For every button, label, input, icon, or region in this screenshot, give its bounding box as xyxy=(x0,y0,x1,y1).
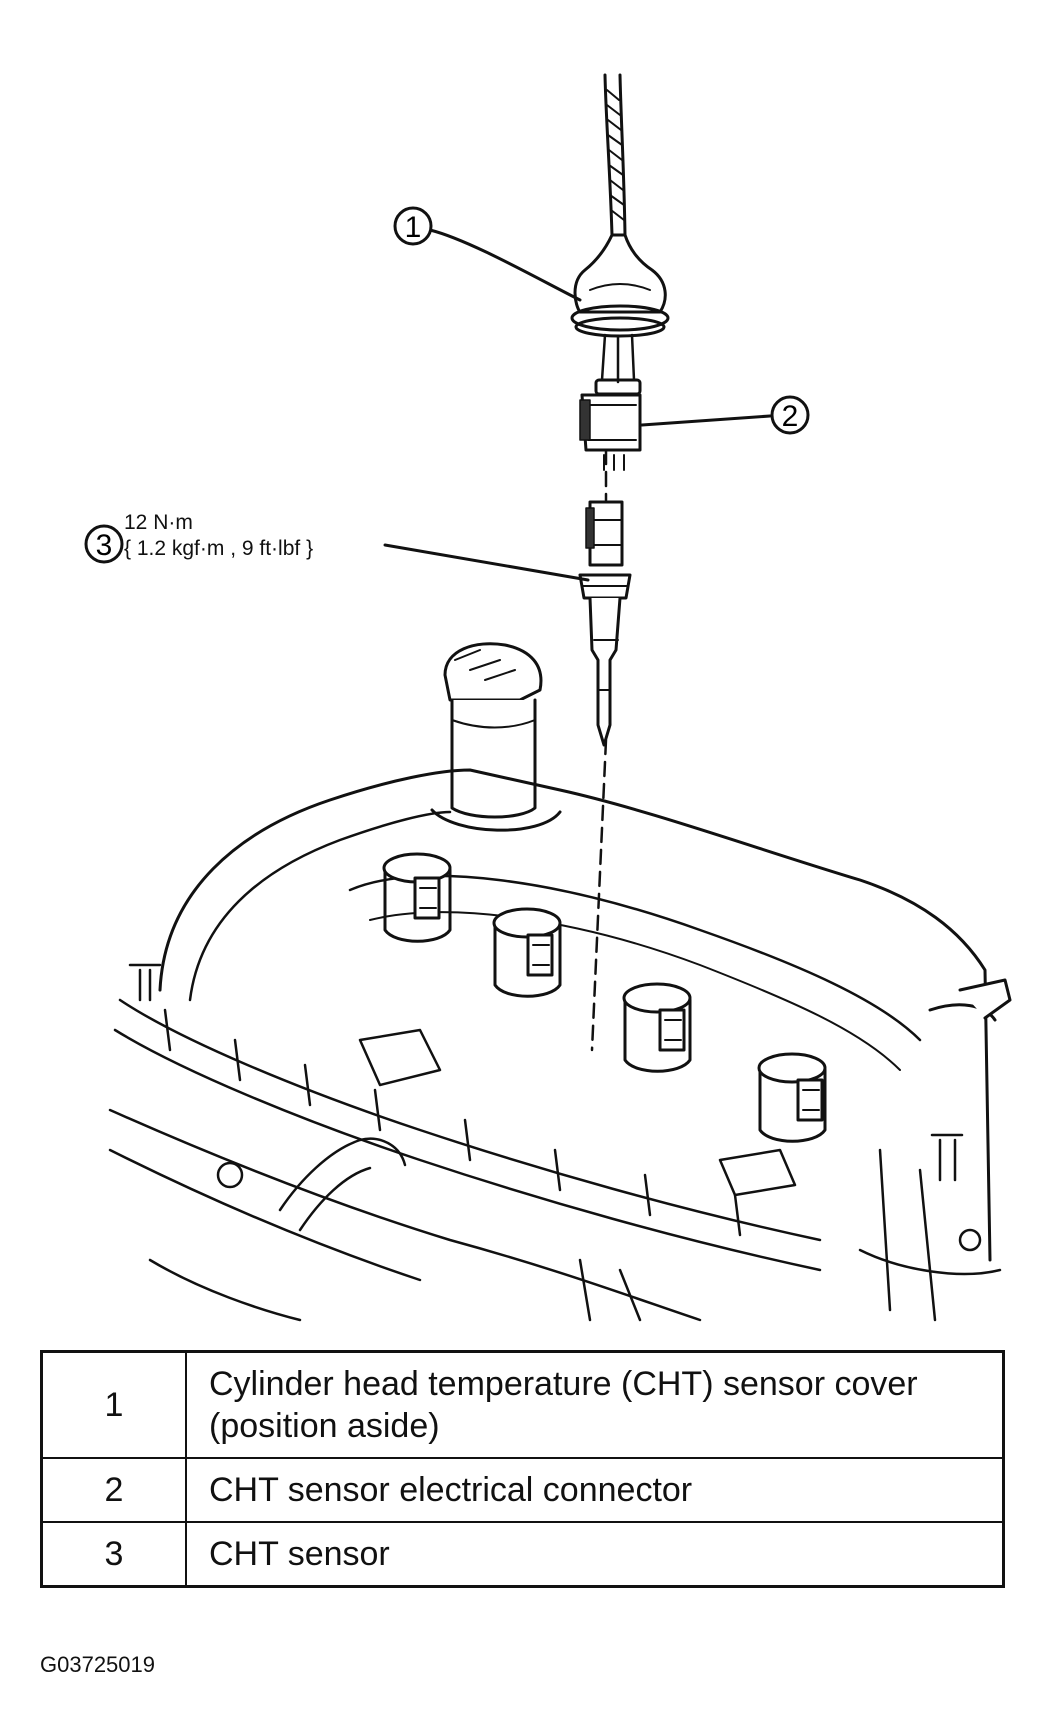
callout-circle-3 xyxy=(84,524,124,564)
figure-id: G03725019 xyxy=(40,1652,155,1677)
legend-number: 2 xyxy=(40,1457,187,1523)
torque-spec-alt-units: { 1.2 kgf·m , 9 ft·lbf } xyxy=(124,537,314,560)
cht-electrical-connector xyxy=(579,378,642,471)
leader-line-3 xyxy=(383,543,590,582)
fuel-rail-and-manifold xyxy=(108,963,1002,1322)
installation-axis xyxy=(590,448,608,1052)
legend-row: 1 Cylinder head temperature (CHT) sensor… xyxy=(40,1350,1005,1459)
callout-number-3: 3 xyxy=(96,529,113,562)
legend-number: 1 xyxy=(40,1350,187,1459)
cht-sensor-cover xyxy=(570,233,670,384)
legend-description: Cylinder head temperature (CHT) sensor c… xyxy=(185,1350,1005,1459)
legend-row: 3 CHT sensor xyxy=(40,1521,1005,1588)
ignition-coils xyxy=(382,852,827,1143)
callout-circle-1 xyxy=(393,206,433,246)
legend-row: 2 CHT sensor electrical connector xyxy=(40,1457,1005,1523)
callout-number-2: 2 xyxy=(782,400,799,433)
legend-number: 3 xyxy=(40,1521,187,1588)
callout-circle-2 xyxy=(770,395,810,435)
legend-table: 1 Cylinder head temperature (CHT) sensor… xyxy=(40,1350,1005,1588)
legend-description: CHT sensor electrical connector xyxy=(185,1457,1005,1523)
cht-sensor xyxy=(578,500,632,747)
torque-spec: 12 N·m { 1.2 kgf·m , 9 ft·lbf } xyxy=(124,510,313,562)
oil-filler-cap xyxy=(430,642,562,832)
legend-description: CHT sensor xyxy=(185,1521,1005,1588)
callout-number-1: 1 xyxy=(405,211,422,244)
leader-line-2 xyxy=(640,414,772,427)
torque-spec-nm: 12 N·m xyxy=(124,511,193,534)
sensor-cable xyxy=(603,73,627,237)
engine-illustration: 1 2 3 xyxy=(84,73,1012,1322)
leader-line-1 xyxy=(428,228,582,302)
